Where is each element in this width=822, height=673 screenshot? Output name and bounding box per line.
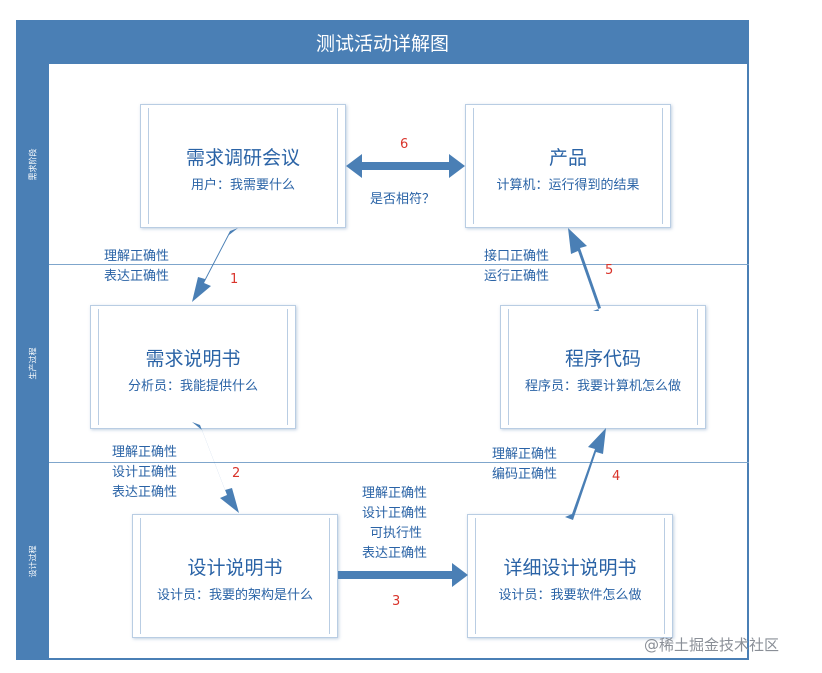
box-subtitle: 用户：我需要什么 <box>190 178 295 193</box>
edge-label-3b: 设计正确性 <box>362 506 428 521</box>
box-design-spec: 设计说明书 设计员：我要的架构是什么 <box>132 514 338 638</box>
lane-strip <box>16 64 49 660</box>
edge-label-2c: 表达正确性 <box>112 485 178 500</box>
watermark: @稀土掘金技术社区 <box>644 636 780 654</box>
edge-number-3: 3 <box>392 594 401 609</box>
box-title: 程序代码 <box>564 348 641 370</box>
arrow-1 <box>192 228 238 302</box>
box-requirements-spec: 需求说明书 分析员：我能提供什么 <box>90 305 296 429</box>
edge-number-2: 2 <box>232 466 241 481</box>
edge-number-4: 4 <box>612 469 621 484</box>
box-title: 设计说明书 <box>187 557 283 579</box>
lane-divider-1 <box>49 264 749 265</box>
box-subtitle: 程序员：我要计算机怎么做 <box>524 379 681 394</box>
box-subtitle: 分析员：我能提供什么 <box>127 379 258 394</box>
edge-number-1: 1 <box>230 272 239 287</box>
box-detailed-design-spec: 详细设计说明书 设计员：我要软件怎么做 <box>467 514 673 638</box>
box-subtitle: 计算机：运行得到的结果 <box>496 178 640 193</box>
arrow-5 <box>568 228 601 311</box>
edge-label-5a: 接口正确性 <box>484 249 550 264</box>
edge-label-4a: 理解正确性 <box>492 447 558 462</box>
edge-label-4b: 编码正确性 <box>492 467 558 482</box>
arrow-6 <box>346 154 465 178</box>
box-title: 产品 <box>548 147 587 169</box>
box-title: 需求调研会议 <box>185 147 300 169</box>
edge-label-2a: 理解正确性 <box>112 445 178 460</box>
edge-label-1a: 理解正确性 <box>104 249 170 264</box>
arrow-4 <box>565 428 606 520</box>
edge-label-2b: 设计正确性 <box>112 465 178 480</box>
box-product: 产品 计算机：运行得到的结果 <box>465 104 671 228</box>
box-subtitle: 设计员：我要的架构是什么 <box>156 588 313 603</box>
box-title: 需求说明书 <box>145 348 241 370</box>
box-requirements-meeting: 需求调研会议 用户：我需要什么 <box>140 104 346 228</box>
edge-label-3c: 可执行性 <box>370 526 423 541</box>
box-program-code: 程序代码 程序员：我要计算机怎么做 <box>500 305 706 429</box>
arrow-3 <box>338 563 468 587</box>
edge-number-5: 5 <box>605 263 614 278</box>
edge-label-5b: 运行正确性 <box>484 269 550 284</box>
edge-label-1b: 表达正确性 <box>104 269 170 284</box>
diagram-title: 测试活动详解图 <box>16 20 749 64</box>
box-title: 详细设计说明书 <box>503 557 637 579</box>
lane-divider-2 <box>49 462 749 463</box>
edge-number-6: 6 <box>400 137 409 152</box>
edge-label-3a: 理解正确性 <box>362 486 428 501</box>
box-subtitle: 设计员：我要软件怎么做 <box>498 588 642 603</box>
edge-label-6: 是否相符？ <box>370 192 436 207</box>
arrow-2 <box>192 422 239 513</box>
edge-label-3d: 表达正确性 <box>362 546 428 561</box>
